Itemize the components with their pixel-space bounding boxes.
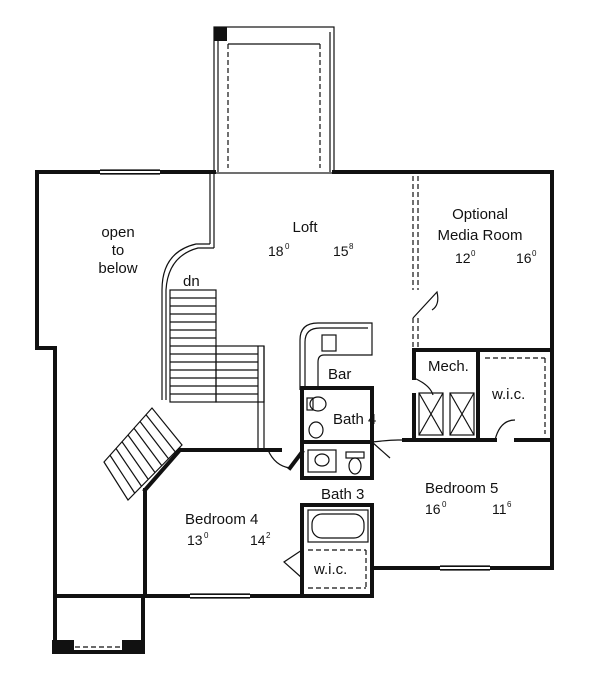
media-depth-in: 0 [532, 249, 537, 258]
bedroom-4-depth-in: 2 [266, 531, 271, 540]
media-width-in: 0 [471, 249, 476, 258]
mech-wic-block [402, 348, 554, 442]
stair-tread [133, 427, 163, 466]
bedroom-4-width-in: 0 [204, 531, 209, 540]
bar-counter [299, 322, 373, 390]
bath-3 [300, 440, 374, 598]
bedroom-5-label: Bedroom 5 [425, 480, 498, 497]
loft-depth-in: 8 [349, 242, 354, 251]
stair-tread [121, 441, 149, 480]
bath-4-label: Bath 4 [333, 411, 376, 428]
loft-width: 18 [268, 243, 284, 259]
bedroom-4-walls [142, 447, 305, 598]
open-below-label-1: open [101, 224, 134, 241]
bedroom-5-width-in: 0 [442, 500, 447, 509]
stair-tread [145, 414, 176, 453]
open-below-label-2: to [112, 242, 125, 259]
bath-3-label: Bath 3 [321, 486, 364, 503]
stair-tread [127, 434, 156, 473]
stair-tread [139, 421, 169, 460]
open-below-label-3: below [98, 260, 137, 277]
bottom-wic [283, 548, 367, 598]
mech-label: Mech. [428, 358, 469, 375]
room-labels: open to below Loft 18 0 15 8 Optional Me… [98, 206, 537, 578]
bedroom-5-depth: 11 [492, 501, 507, 517]
media-width: 12 [455, 250, 471, 266]
bedroom-5-depth-in: 6 [507, 500, 512, 509]
stair-tread [115, 448, 142, 487]
loft-label: Loft [292, 219, 318, 236]
media-room-divider [412, 176, 439, 350]
wic-right-label: w.i.c. [491, 386, 525, 403]
bedroom-4-label: Bedroom 4 [185, 511, 258, 528]
loft-width-in: 0 [285, 242, 290, 251]
wic-bottom-label: w.i.c. [313, 561, 347, 578]
media-room-label-1: Optional [452, 206, 508, 223]
exterior-walls [35, 169, 554, 599]
loft-depth: 15 [333, 243, 349, 259]
bar-label: Bar [328, 366, 351, 383]
bedroom-5-width: 16 [425, 501, 441, 517]
open-to-below-railing [161, 172, 215, 400]
stair-dn-label: dn [183, 273, 200, 290]
top-balcony [213, 26, 335, 174]
media-room-label-2: Media Room [437, 227, 522, 244]
media-depth: 16 [516, 250, 532, 266]
stair-tread [109, 454, 136, 494]
bedroom-4-width: 13 [187, 532, 203, 548]
bedroom-4-depth: 14 [250, 532, 266, 548]
bath-4 [300, 386, 404, 459]
loft-interior [262, 438, 416, 452]
staircase [103, 289, 265, 501]
bottom-porch [52, 594, 145, 654]
